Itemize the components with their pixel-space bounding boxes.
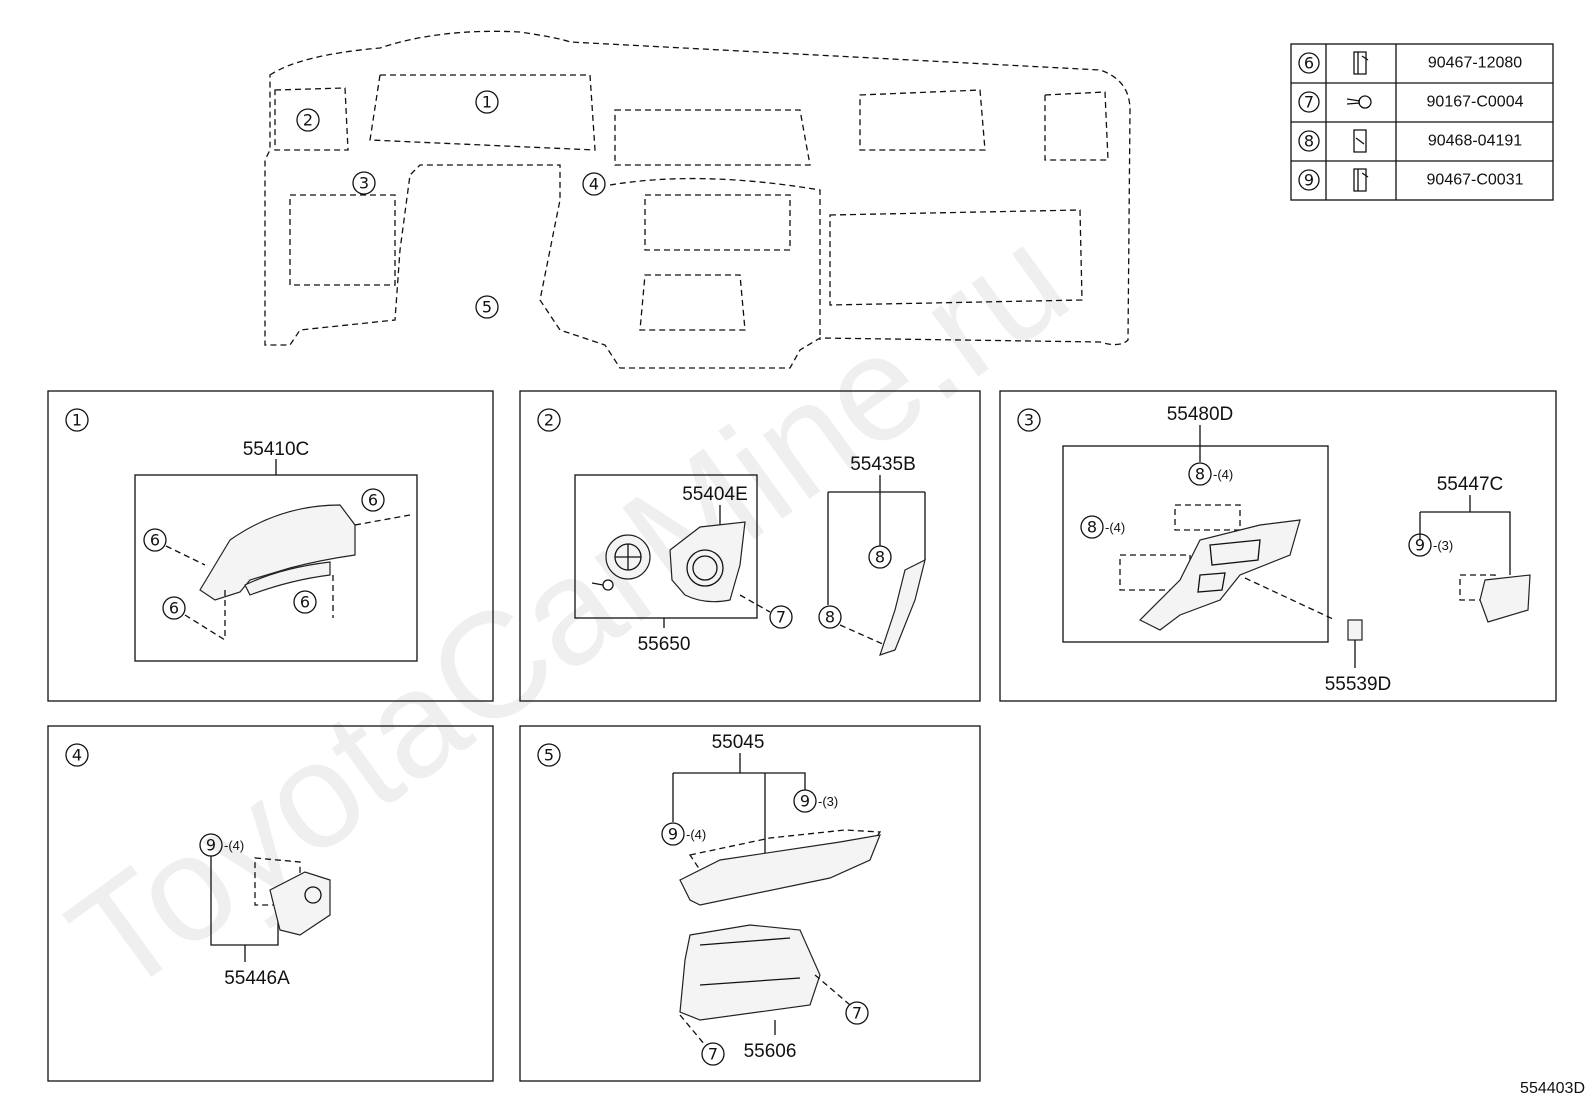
dashboard-overview: 1 2 3 4 5 bbox=[264, 30, 1131, 369]
panel-4: 4 9 -(4) 55446A bbox=[47, 725, 494, 1082]
panel-index: 3 bbox=[1024, 411, 1034, 430]
overview-callout-1[interactable]: 1 bbox=[475, 90, 499, 114]
quantity-label: -(4) bbox=[224, 838, 244, 853]
callout-8[interactable]: 8 bbox=[868, 545, 892, 569]
panel-3: 3 55480D 8 -(4) 8 -(4) 55539D 55447C 9 -… bbox=[999, 390, 1557, 702]
quantity-label: -(3) bbox=[818, 794, 838, 809]
part-number-label[interactable]: 55446A bbox=[224, 968, 290, 989]
svg-text:5: 5 bbox=[482, 298, 492, 317]
callout-6[interactable]: 6 bbox=[143, 528, 167, 552]
panel-index: 5 bbox=[544, 746, 554, 765]
svg-text:2: 2 bbox=[303, 111, 313, 130]
clip-icon bbox=[1353, 168, 1369, 192]
table-row: 9 90467-C0031 bbox=[1298, 168, 1524, 192]
screw-icon bbox=[1346, 95, 1372, 109]
diagram-ref: 554403D bbox=[1520, 1080, 1585, 1097]
overview-callout-5[interactable]: 5 bbox=[475, 295, 499, 319]
svg-text:3: 3 bbox=[359, 174, 369, 193]
part-number-label[interactable]: 55447C bbox=[1437, 474, 1504, 495]
svg-text:6: 6 bbox=[300, 593, 310, 612]
callout-8[interactable]: 8 bbox=[1080, 515, 1104, 539]
watermark: ToyotaCarMine.ru bbox=[40, 194, 1096, 1026]
svg-text:9: 9 bbox=[1415, 536, 1425, 555]
table-row: 6 90467-12080 bbox=[1298, 51, 1522, 75]
svg-text:8: 8 bbox=[1087, 518, 1097, 537]
fasteners-table: 6 90467-12080 7 90167-C0004 8 90468-0419… bbox=[1290, 43, 1554, 201]
svg-text:8: 8 bbox=[825, 608, 835, 627]
svg-text:90468-04191: 90468-04191 bbox=[1428, 133, 1522, 150]
clip-icon bbox=[1353, 129, 1367, 153]
quantity-label: -(3) bbox=[1433, 538, 1453, 553]
panel-index: 2 bbox=[544, 411, 554, 430]
table-row: 8 90468-04191 bbox=[1298, 129, 1522, 153]
panel-index: 4 bbox=[72, 746, 82, 765]
svg-text:8: 8 bbox=[1304, 132, 1314, 151]
callout-6[interactable]: 6 bbox=[361, 488, 385, 512]
svg-text:7: 7 bbox=[1304, 93, 1314, 112]
panel-1: 1 55410C 6 6 6 6 bbox=[47, 390, 494, 702]
overview-callout-2[interactable]: 2 bbox=[296, 108, 320, 132]
clip-icon bbox=[1353, 51, 1369, 75]
svg-text:7: 7 bbox=[852, 1004, 862, 1023]
callout-9[interactable]: 9 bbox=[661, 822, 685, 846]
part-number-label[interactable]: 55606 bbox=[744, 1041, 797, 1062]
svg-text:90467-12080: 90467-12080 bbox=[1428, 55, 1522, 72]
callout-9[interactable]: 9 bbox=[793, 789, 817, 813]
quantity-label: -(4) bbox=[1213, 467, 1233, 482]
screw-icon bbox=[591, 579, 614, 591]
callout-8[interactable]: 8 bbox=[1188, 462, 1212, 486]
part-number-label[interactable]: 55435B bbox=[850, 454, 916, 475]
svg-text:1: 1 bbox=[482, 93, 492, 112]
svg-text:7: 7 bbox=[776, 608, 786, 627]
svg-text:90467-C0031: 90467-C0031 bbox=[1427, 172, 1524, 189]
svg-text:9: 9 bbox=[1304, 171, 1314, 190]
callout-6[interactable]: 6 bbox=[293, 590, 317, 614]
callout-7[interactable]: 7 bbox=[769, 605, 793, 629]
overview-callout-4[interactable]: 4 bbox=[582, 172, 606, 196]
svg-text:9: 9 bbox=[206, 836, 216, 855]
svg-text:6: 6 bbox=[150, 531, 160, 550]
svg-text:7: 7 bbox=[708, 1045, 718, 1064]
part-number-label[interactable]: 55539D bbox=[1325, 674, 1392, 695]
svg-text:4: 4 bbox=[589, 175, 599, 194]
quantity-label: -(4) bbox=[686, 827, 706, 842]
table-row: 7 90167-C0004 bbox=[1298, 91, 1524, 113]
panel-index: 1 bbox=[72, 411, 82, 430]
callout-9[interactable]: 9 bbox=[1408, 533, 1432, 557]
svg-text:90167-C0004: 90167-C0004 bbox=[1427, 94, 1524, 111]
svg-text:9: 9 bbox=[668, 825, 678, 844]
callout-7[interactable]: 7 bbox=[701, 1042, 725, 1066]
svg-text:6: 6 bbox=[368, 491, 378, 510]
part-number-label[interactable]: 55480D bbox=[1167, 404, 1234, 425]
overview-callout-3[interactable]: 3 bbox=[352, 171, 376, 195]
quantity-label: -(4) bbox=[1105, 520, 1125, 535]
panel-2: 2 55404E 55650 7 55435B 8 bbox=[519, 390, 981, 702]
part-number-label[interactable]: 55404E bbox=[682, 484, 748, 505]
callout-8[interactable]: 8 bbox=[818, 605, 842, 629]
svg-text:6: 6 bbox=[169, 599, 179, 618]
part-number-label[interactable]: 55410C bbox=[243, 439, 310, 460]
svg-text:9: 9 bbox=[800, 792, 810, 811]
callout-7[interactable]: 7 bbox=[845, 1001, 869, 1025]
callout-6[interactable]: 6 bbox=[162, 596, 186, 620]
part-number-label[interactable]: 55045 bbox=[712, 732, 765, 753]
svg-text:8: 8 bbox=[1195, 465, 1205, 484]
vent-icon bbox=[605, 534, 651, 580]
part-number-label[interactable]: 55650 bbox=[638, 634, 691, 655]
panel-5: 5 55045 9 -(4) 9 -(3) 55606 7 7 bbox=[519, 725, 981, 1082]
svg-text:6: 6 bbox=[1304, 54, 1314, 73]
svg-text:8: 8 bbox=[875, 548, 885, 567]
